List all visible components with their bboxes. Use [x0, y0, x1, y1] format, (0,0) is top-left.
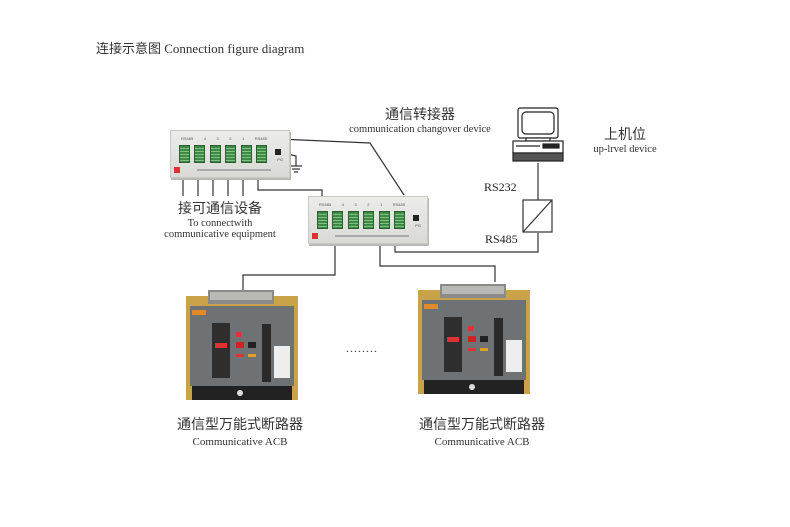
terminal-block	[255, 145, 267, 163]
converter-nameplate	[335, 235, 409, 237]
wire-to-breaker-1	[242, 232, 336, 290]
converter-port-labels: RS485 4 3 2 1 RS485	[181, 136, 267, 141]
terminal-block	[194, 145, 206, 163]
changeover-label-en: communication changover device	[349, 124, 491, 135]
pg-connector	[275, 149, 281, 155]
brand-logo-icon	[312, 233, 318, 239]
port-label: 1	[380, 202, 383, 207]
breaker-label-en: Communicative ACB	[434, 436, 530, 448]
port-label: RS485	[181, 136, 194, 141]
changeover-label-cn: 通信转接器	[385, 108, 455, 123]
terminal-block	[225, 145, 237, 163]
more-breakers-ellipsis: ........	[346, 341, 378, 355]
terminal-block	[317, 211, 328, 229]
rs485-label: RS485	[485, 232, 518, 246]
terminal-block	[179, 145, 190, 163]
port-label: RS485	[392, 202, 405, 207]
port-label: 3	[354, 202, 357, 207]
converter-nameplate	[197, 169, 271, 171]
breaker-label-en: Communicative ACB	[192, 436, 288, 448]
terminal-block	[332, 211, 344, 229]
port-label: RS485	[254, 136, 267, 141]
terminal-block	[363, 211, 375, 229]
breaker-label-cn: 通信型万能式断路器	[419, 418, 545, 433]
upper-device-label-cn: 上机位	[604, 128, 646, 143]
communication-converter-2: RS485 4 3 2 1 RS485 PG	[308, 196, 428, 244]
pg-label: PG	[277, 157, 283, 162]
communication-converter-1: RS485 4 3 2 1 RS485 PG	[170, 130, 290, 178]
upper-device-label-en: up-lrvel device	[593, 144, 657, 155]
terminal-block	[393, 211, 405, 229]
port-label: 3	[216, 136, 219, 141]
diagram-title: 连接示意图 Connection figure diagram	[96, 41, 305, 56]
breaker-label-1: 通信型万能式断路器 Communicative ACB	[160, 414, 320, 448]
pg-label: PG	[415, 223, 421, 228]
terminal-block	[209, 145, 221, 163]
pg-connector	[413, 215, 419, 221]
rs232-label: RS232	[484, 180, 517, 194]
terminal-block-row	[317, 211, 405, 229]
terminal-block	[347, 211, 359, 229]
connect-equipment-en-1: To connectwith	[187, 218, 253, 229]
rs232-rs485-converter-icon	[522, 199, 553, 233]
changeover-device-label: 通信转接器 communication changover device	[330, 104, 510, 135]
breaker-image-1	[186, 290, 298, 400]
port-label: 2	[229, 136, 232, 141]
connect-equipment-en-2: communicative equipment	[164, 229, 276, 240]
connect-equipment-label: 接可通信设备 To connectwith communicative equi…	[150, 198, 290, 240]
port-label: 1	[242, 136, 245, 141]
ground-icon	[290, 165, 302, 173]
port-label: 4	[341, 202, 344, 207]
connect-equipment-cn: 接可通信设备	[178, 202, 262, 217]
wire-to-breaker-2	[379, 232, 496, 282]
terminal-block	[378, 211, 390, 229]
desktop-computer-icon	[512, 107, 564, 162]
breaker-label-cn: 通信型万能式断路器	[177, 418, 303, 433]
brand-logo-icon	[174, 167, 180, 173]
terminal-block	[240, 145, 252, 163]
port-label: RS485	[319, 202, 332, 207]
terminal-block-row	[179, 145, 267, 163]
breaker-label-2: 通信型万能式断路器 Communicative ACB	[402, 414, 562, 448]
wire-conv1-to-conv2	[277, 138, 405, 196]
upper-device-label: 上机位 up-lrvel device	[580, 124, 670, 155]
breaker-image-2	[418, 284, 530, 394]
converter-port-labels: RS485 4 3 2 1 RS485	[319, 202, 405, 207]
port-label: 4	[203, 136, 206, 141]
port-label: 2	[367, 202, 370, 207]
